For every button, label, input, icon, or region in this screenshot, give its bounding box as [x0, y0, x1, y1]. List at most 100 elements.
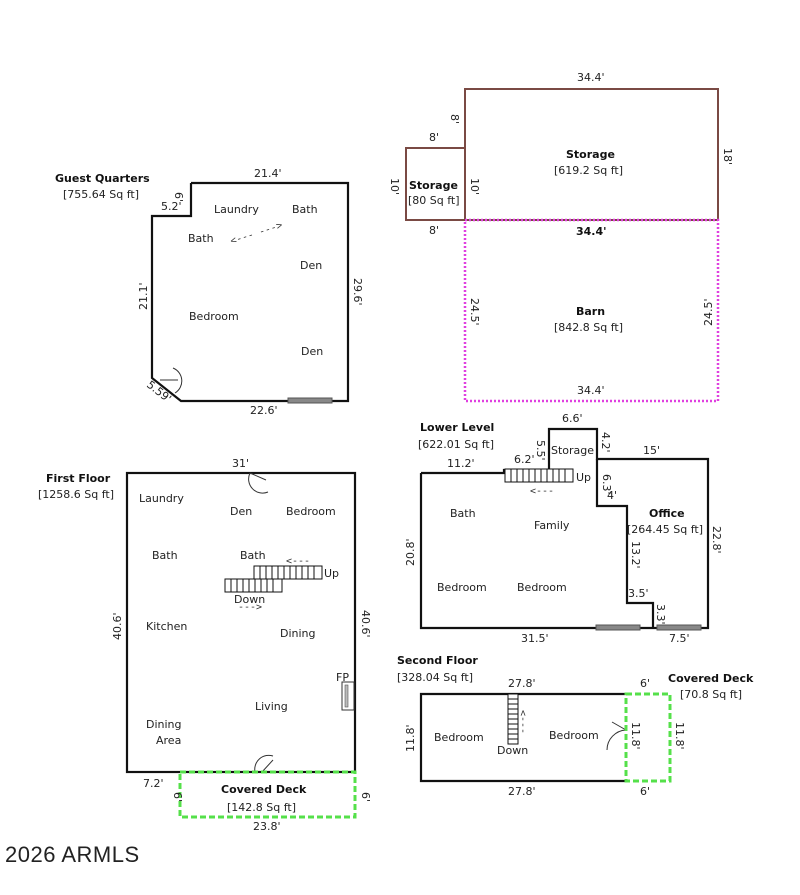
- stairs-up-icon: [504, 468, 574, 483]
- dim-label: 15': [643, 444, 660, 457]
- guest-quarters-area: [755.64 Sq ft]: [63, 188, 139, 201]
- window-icon: [595, 624, 641, 631]
- covered-deck-1: Covered Deck [142.8 Sq ft] 6' 6' 23.8': [171, 770, 372, 833]
- lower-level-title: Lower Level: [420, 421, 494, 434]
- dim-label: 34.4': [576, 225, 607, 238]
- room-label: Bedroom: [549, 729, 599, 742]
- room-label: Bath: [152, 549, 178, 562]
- room-label: Den: [300, 259, 322, 272]
- room-label: Bedroom: [437, 581, 487, 594]
- dim-label: 27.8': [508, 785, 536, 798]
- dim-label: 8': [429, 131, 439, 144]
- stairs-up-label: Up: [576, 471, 591, 484]
- guest-quarters-walls: [150, 181, 350, 403]
- stairs-down-label: Down: [497, 744, 528, 757]
- room-label: Bath: [188, 232, 214, 245]
- dim-label: 11.8': [673, 722, 686, 750]
- dim-label: 6': [172, 192, 185, 202]
- dim-label: 21.4': [254, 167, 282, 180]
- dim-label: 31': [232, 457, 249, 470]
- dim-label: 6.2': [514, 453, 535, 466]
- dim-label: 10': [388, 178, 401, 195]
- dim-label: 8': [429, 224, 439, 237]
- window-icon: [287, 397, 333, 404]
- dim-label: 11.2': [447, 457, 475, 470]
- dim-label: 7.5': [669, 632, 690, 645]
- storage-small: Storage [80 Sq ft] 8' 8' 10': [388, 131, 466, 237]
- window-icon: [656, 624, 702, 631]
- storage-large: Storage [619.2 Sq ft] 34.4' 8' 10' 18': [448, 71, 734, 221]
- dim-label: 27.8': [508, 677, 536, 690]
- storage-large-walls: [464, 88, 719, 221]
- dim-label: 31.5': [521, 632, 549, 645]
- storage-small-area: [80 Sq ft]: [408, 194, 460, 207]
- room-label: Dining: [280, 627, 316, 640]
- fireplace-hearth: [344, 684, 349, 708]
- room-label: Area: [156, 734, 181, 747]
- first-floor-area: [1258.6 Sq ft]: [38, 488, 114, 501]
- dim-label: 22.8': [710, 526, 723, 554]
- barn-area: [842.8 Sq ft]: [554, 321, 623, 334]
- arrow-icon: <--- --->: [229, 220, 284, 247]
- dim-label: 4': [607, 489, 617, 502]
- dim-label: 22.6': [250, 404, 278, 417]
- dim-label: 40.6': [359, 610, 372, 638]
- dim-label: 40.6': [111, 612, 124, 640]
- first-floor: First Floor [1258.6 Sq ft] FP Laundry De…: [38, 457, 372, 790]
- copyright-watermark: 2026 ARMLS: [5, 842, 140, 867]
- dim-label: 8': [448, 114, 461, 124]
- room-label: Laundry: [139, 492, 184, 505]
- room-label: Storage: [551, 444, 594, 457]
- dim-label: 18': [721, 148, 734, 165]
- covered-deck-area: [142.8 Sq ft]: [227, 801, 296, 814]
- covered-deck-title: Covered Deck: [668, 672, 754, 685]
- dim-label: 6': [640, 677, 650, 690]
- room-label: Bedroom: [189, 310, 239, 323]
- dim-label: 6.6': [562, 412, 583, 425]
- dim-label: 24.5': [702, 298, 715, 326]
- room-label: Dining: [146, 718, 182, 731]
- room-label: Living: [255, 700, 288, 713]
- room-label: Bedroom: [517, 581, 567, 594]
- barn-title: Barn: [576, 305, 605, 318]
- office: Office [264.45 Sq ft]: [627, 507, 703, 536]
- room-label: Bedroom: [434, 731, 484, 744]
- dim-label: 6': [640, 785, 650, 798]
- stairs-down-label: Down: [234, 593, 265, 606]
- storage-small-title: Storage: [409, 179, 458, 192]
- arrow-left-icon: <---: [530, 486, 554, 497]
- covered-deck-area: [70.8 Sq ft]: [680, 688, 742, 701]
- covered-deck-2: Covered Deck [70.8 Sq ft] 6' 6' 11.8': [624, 672, 754, 798]
- storage-large-title: Storage: [566, 148, 615, 161]
- arrow-up-icon: <---: [517, 710, 528, 734]
- arrow-left-icon: <---: [286, 556, 310, 567]
- door-icon: [160, 367, 183, 394]
- arrow-right-icon: --->: [238, 602, 262, 613]
- first-floor-title: First Floor: [46, 472, 111, 485]
- stairs-down-icon: [224, 578, 283, 593]
- door-icon: [254, 754, 274, 773]
- dim-label: 20.8': [404, 538, 417, 566]
- room-label: Laundry: [214, 203, 259, 216]
- second-floor-walls: [419, 692, 626, 783]
- room-label: Bath: [450, 507, 476, 520]
- stairs-up-label: Up: [324, 567, 339, 580]
- room-label: Bedroom: [286, 505, 336, 518]
- guest-quarters: Guest Quarters [755.64 Sq ft] Laundry Ba…: [55, 167, 364, 417]
- office-title: Office: [649, 507, 685, 520]
- room-label: Family: [534, 519, 570, 532]
- dim-label: 6': [359, 792, 372, 802]
- dim-label: 10': [468, 178, 481, 195]
- lower-level: Lower Level [622.01 Sq ft] Up <--- Stora…: [404, 412, 723, 645]
- dim-label: 5.2': [161, 200, 182, 213]
- covered-deck-walls: [624, 692, 672, 783]
- dim-label: 6': [171, 792, 184, 802]
- fireplace-label: FP: [336, 671, 349, 684]
- dim-label: 7.2': [143, 777, 164, 790]
- barn-walls: [463, 218, 720, 403]
- barn: Barn [842.8 Sq ft] 34.4' 24.5' 24.5' 34.…: [463, 218, 720, 403]
- office-area: [264.45 Sq ft]: [627, 523, 703, 536]
- dim-label: 21.1': [137, 282, 150, 310]
- dim-label: 11.8': [629, 722, 642, 750]
